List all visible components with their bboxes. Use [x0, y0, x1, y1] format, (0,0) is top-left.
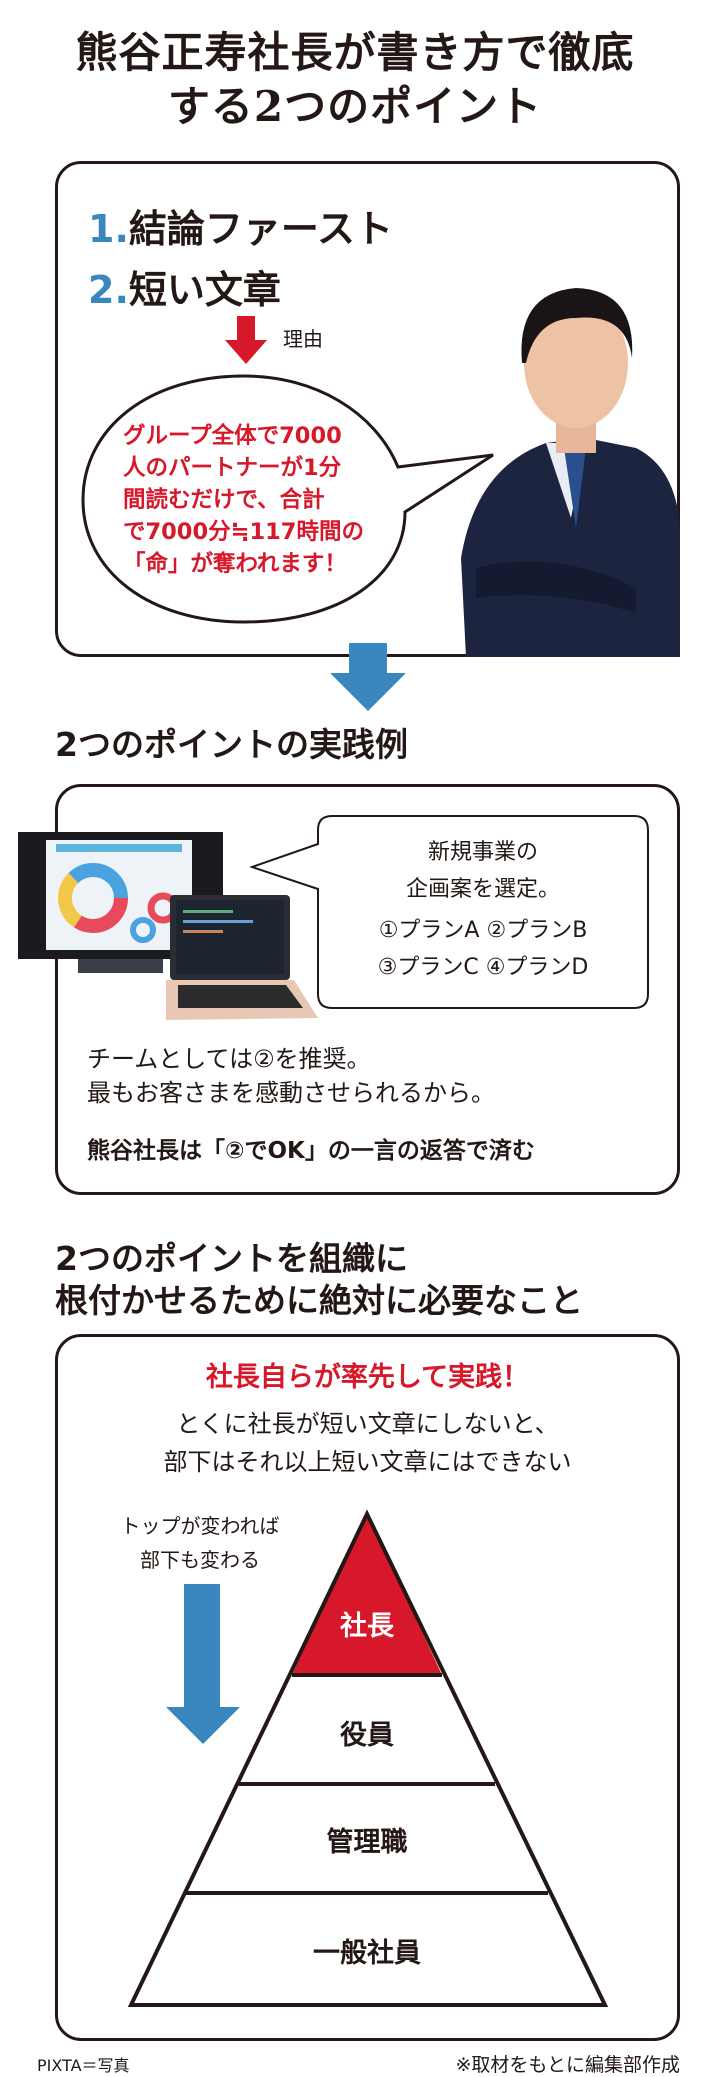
point-number: 1.	[88, 207, 129, 251]
president-photo	[461, 288, 680, 657]
red-down-arrow-icon	[225, 316, 267, 364]
speech-line: 新規事業の	[427, 840, 538, 865]
page-title-line1: 熊谷正寿社長が書き方で徹底	[75, 28, 635, 77]
pyramid-label-managers: 管理職	[326, 1827, 408, 1858]
blue-down-arrow-icon	[330, 643, 406, 711]
heading-line: 根付かせるために絶対に必要なこと	[55, 1281, 583, 1320]
page-title-line2: する2つのポイント	[167, 82, 543, 131]
team-recommendation: チームとしては②を推奨。 最もお客さまを感動させられるから。	[87, 1042, 495, 1110]
heading-line: 2つのポイントを組織に	[55, 1239, 408, 1278]
bubble-text: グループ全体で7000 人のパートナーが1分 間読むだけで、合計 で7000分≒…	[123, 420, 364, 580]
section3-body: とくに社長が短い文章にしないと、 部下はそれ以上短い文章にはできない	[55, 1405, 680, 1481]
speech-line: 企画案を選定。	[405, 877, 560, 902]
section3-heading: 2つのポイントを組織に 根付かせるために絶対に必要なこと	[55, 1238, 583, 1322]
organization-box	[55, 1334, 680, 2041]
president-answer: 熊谷社長は「②でOK」の一言の返答で済む	[87, 1138, 535, 1164]
body-line: 部下はそれ以上短い文章にはできない	[163, 1448, 572, 1476]
bubble-line: 人のパートナーが1分	[123, 455, 342, 481]
note-line: トップが変われば	[120, 1514, 280, 1538]
point-label: 短い文章	[128, 268, 281, 312]
speech-text: 新規事業の 企画案を選定。 ①プランA ②プランB ③プランC ④プランD	[318, 834, 648, 986]
plan-options: ③プランC ④プランD	[377, 955, 589, 980]
speech-bubble	[81, 374, 494, 624]
speech-box	[250, 815, 649, 1009]
body-line: とくに社長が短い文章にしないと、	[176, 1410, 559, 1438]
bubble-line: 「命」が奪われます！	[123, 551, 347, 577]
photo-credit: PIXTA＝写真	[37, 2056, 130, 2075]
source-note: ※取材をもとに編集部作成	[455, 2054, 680, 2076]
arrow-note: トップが変われば 部下も変わる	[90, 1509, 310, 1577]
body-line: チームとしては②を推奨。	[87, 1045, 371, 1073]
point-1: 1.結論ファースト	[88, 198, 393, 253]
red-heading: 社長自らが率先して実践！	[205, 1362, 530, 1393]
pyramid-label-executives: 役員	[340, 1720, 394, 1751]
pyramid-label-president: 社長	[340, 1611, 394, 1642]
reason-label: 理由	[283, 327, 323, 351]
pyramid-tier-top	[292, 1514, 442, 1675]
computer-photo	[18, 832, 318, 1020]
body-line: 最もお客さまを感動させられるから。	[87, 1079, 495, 1107]
plan-options: ①プランA ②プランB	[378, 918, 588, 943]
point-number: 2.	[88, 268, 129, 312]
pyramid-outline	[127, 1509, 609, 2007]
note-line: 部下も変わる	[140, 1548, 260, 1572]
blue-down-arrow-icon	[166, 1584, 240, 1744]
pyramid-label-staff: 一般社員	[313, 1938, 421, 1969]
point-2: 2.短い文章	[88, 259, 281, 314]
point-label: 結論ファースト	[128, 207, 393, 251]
section2-heading: 2つのポイントの実践例	[55, 725, 408, 764]
bubble-line: 間読むだけで、合計	[123, 487, 325, 513]
bubble-line: グループ全体で7000	[123, 423, 342, 449]
bubble-line: で7000分≒117時間の	[123, 519, 364, 545]
